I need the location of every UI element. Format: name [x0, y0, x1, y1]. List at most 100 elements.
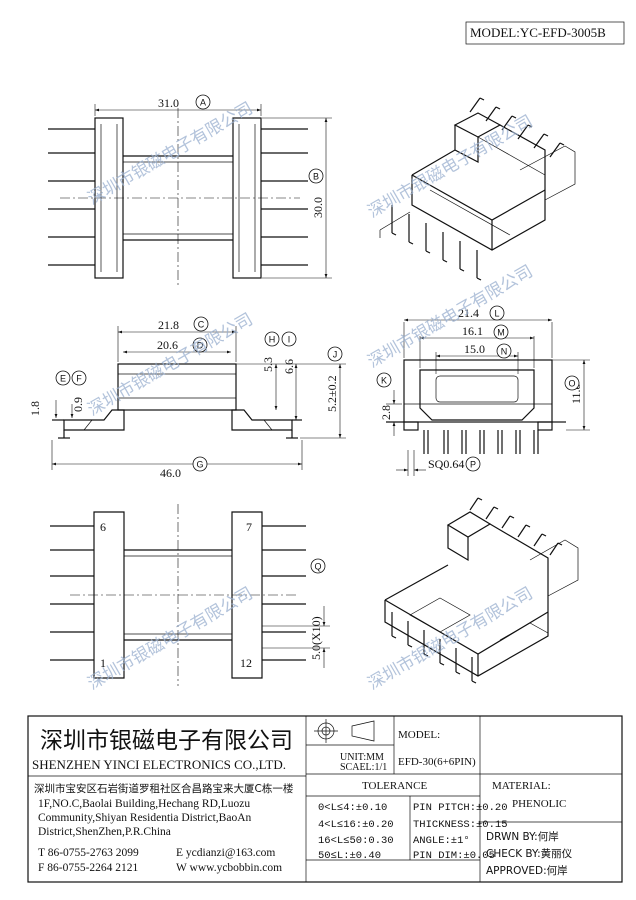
dim-n-value: 15.0 [464, 342, 485, 356]
tolerance-left-2: 16<L≤50:0.30 [318, 835, 394, 847]
drawn-by: DRWN BY:何岸 [486, 830, 559, 843]
dim-c-callout: C [193, 316, 209, 332]
dim-g-callout: G [192, 456, 208, 472]
pin-line [485, 106, 497, 122]
pin-line [469, 97, 481, 113]
pin-line [541, 533, 547, 537]
iso-bottom-pins [391, 497, 563, 684]
dim-k-label: K [381, 376, 387, 386]
email: E ycdianzi@163.com [176, 847, 275, 859]
dim-l-value: 21.4 [458, 306, 479, 320]
pin-line [525, 524, 531, 528]
pin-line [477, 497, 483, 501]
pin-line [469, 497, 479, 511]
approved-by: APPROVED:何岸 [486, 864, 568, 877]
tolerance-title: TOLERANCE [362, 780, 427, 792]
address-en-line1: 1F,NO.C,Baolai Building,Hechang RD,Luozu [38, 798, 250, 810]
dim-f-callout: F [71, 370, 87, 386]
dim-f-value: 0.9 [71, 397, 85, 412]
pin-12-label: 12 [240, 656, 252, 670]
tolerance-right-2: ANGLE:±1° [413, 835, 470, 847]
pin-line [509, 515, 515, 519]
model-value: EFD-30(6+6PIN) [398, 756, 476, 768]
address-en-line3: District,ShenZhen,P.R.China [38, 826, 171, 838]
tolerance-right-0: PIN PITCH:±0.20 [413, 802, 508, 814]
material-value: PHENOLIC [512, 798, 566, 810]
dim-q-label: Q [314, 562, 321, 572]
dim-p-value: SQ0.64 [428, 457, 464, 471]
dim-e-value: 1.8 [28, 401, 42, 416]
pin-line [493, 506, 499, 510]
address-cn: 深圳市宝安区石岩街道罗租社区合昌路宝来大厦C栋一楼 [34, 782, 294, 795]
dim-i-label: I [288, 335, 291, 345]
pin-line [511, 115, 517, 119]
dim-l-callout: L [489, 305, 505, 321]
pin-line [543, 133, 549, 137]
tolerance-left-1: 4<L≤16:±0.20 [318, 819, 394, 831]
pin-line [479, 97, 485, 101]
website: W www.ycbobbin.com [176, 862, 282, 874]
dim-p-label: P [470, 460, 476, 470]
fax: F 86-0755-2264 2121 [38, 862, 139, 874]
model-header-text: MODEL:YC-EFD-3005B [470, 25, 606, 40]
dim-j-value: 5.2±0.2 [325, 375, 339, 412]
pin-line [533, 133, 545, 149]
dim-d-callout: D [192, 337, 208, 353]
pin-line [533, 533, 543, 547]
tolerance-right-1: THICKNESS:±0.15 [413, 819, 508, 831]
dim-c-value: 21.8 [158, 318, 179, 332]
pin-line [485, 506, 495, 520]
iso-top-pins [391, 97, 565, 281]
bottom-view [50, 504, 330, 686]
tel: T 86-0755-2763 2099 [38, 847, 139, 859]
dim-f-label: F [76, 374, 82, 384]
top-view [48, 104, 332, 288]
dim-k-value: 2.8 [379, 405, 393, 420]
pin-line [517, 524, 527, 538]
dim-g-label: G [196, 460, 203, 470]
dim-n-callout: N [496, 343, 512, 359]
projection-symbol [314, 719, 375, 743]
side-view [51, 326, 346, 470]
dim-m-value: 16.1 [462, 324, 483, 338]
company-name-cn: 深圳市银磁电子有限公司 [40, 728, 293, 754]
dim-n-label: N [501, 347, 508, 357]
dim-h-label: H [269, 335, 276, 345]
dim-d-value: 20.6 [157, 338, 178, 352]
dim-o-label: O [568, 379, 575, 389]
pin-7-label: 7 [246, 520, 252, 534]
pin-line [407, 644, 413, 648]
dim-m-label: M [497, 328, 505, 338]
pin-line [527, 124, 533, 128]
scale: SCAEL:1/1 [340, 762, 387, 773]
watermark-5: 深圳市银磁电子有限公司 [85, 584, 257, 695]
dim-j-label: J [333, 350, 338, 360]
iso-view-bottom [384, 511, 579, 677]
pin-line [549, 142, 561, 158]
pin-line [557, 542, 563, 546]
address-en-line2: Community,Shiyan Residentia District,Bao… [38, 812, 252, 824]
dim-o-callout: O [564, 375, 580, 391]
dim-p-callout: P [465, 456, 481, 472]
dim-h-value: 5.3 [261, 357, 275, 372]
pin-line [549, 542, 559, 556]
watermark-1: 深圳市银磁电子有限公司 [85, 99, 257, 210]
dim-d-label: D [197, 341, 204, 351]
pin-line [501, 515, 511, 529]
dim-b-value: 30.0 [311, 197, 325, 218]
company-name-en: SHENZHEN YINCI ELECTRONICS CO.,LTD. [32, 757, 286, 772]
iso-view-top [379, 112, 576, 251]
dim-a-value: 31.0 [158, 96, 179, 110]
tolerance-left-0: 0<L≤4:±0.10 [318, 802, 387, 814]
tolerance-left-3: 50≤L:±0.40 [318, 850, 381, 862]
dim-l-label: L [494, 309, 499, 319]
material-label: MATERIAL: [492, 780, 551, 792]
model-label: MODEL: [398, 729, 440, 741]
title-block [27, 715, 623, 883]
dim-i-value: 6.6 [282, 359, 296, 374]
pin-line [442, 259, 448, 263]
dim-a-callout: A [195, 94, 211, 110]
dim-q-value: 5.0(X10) [309, 616, 323, 660]
model-header: MODEL:YC-EFD-3005B [465, 21, 625, 45]
dim-e-label: E [60, 374, 66, 384]
